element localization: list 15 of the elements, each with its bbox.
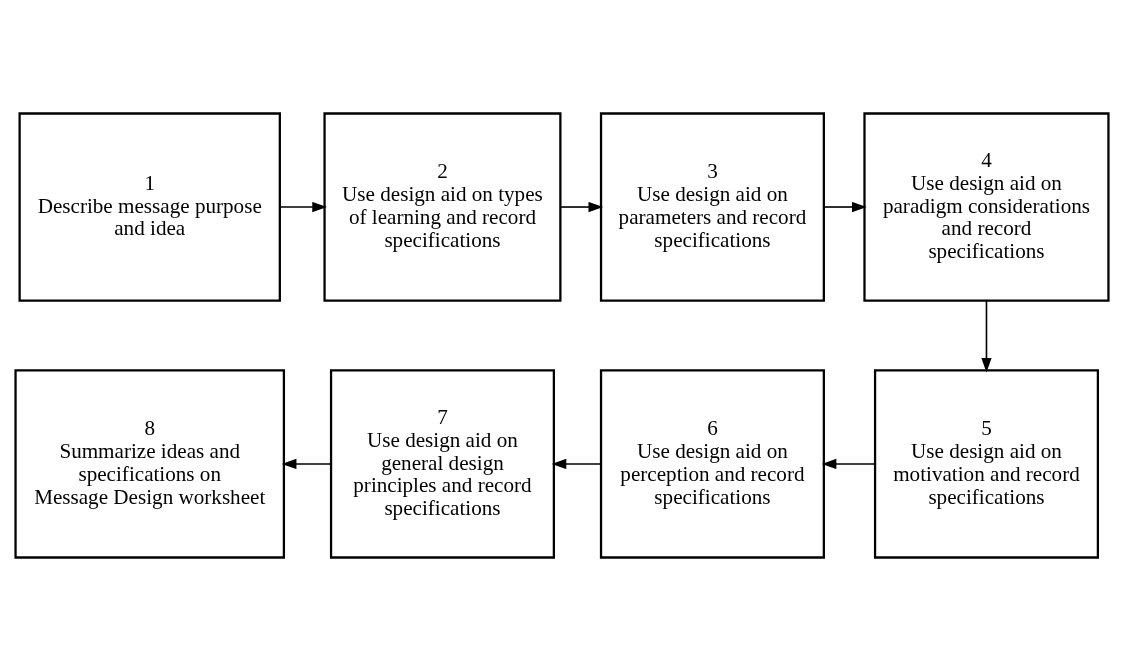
node-box: 8 Summarize ideas and specifications on Message Design worksheet: [14, 368, 286, 559]
arrow: [281, 458, 332, 469]
node-box: 4 Use design aid on paradigm considerations and record specifications: [863, 111, 1110, 302]
arrow: [981, 299, 992, 373]
node-box: 5 Use design aid on motivation and record specifications: [873, 368, 1100, 559]
arrow: [551, 458, 602, 469]
arrow: [279, 201, 327, 212]
arrow: [823, 201, 867, 212]
arrow: [821, 458, 876, 469]
arrow: [560, 201, 604, 212]
node-box: 6 Use design aid on perception and record specifications: [599, 368, 825, 559]
node-box: 3 Use design aid on parameters and record specifications: [599, 111, 825, 302]
node-box: 2 Use design aid on types of learning and record specifications: [323, 111, 562, 302]
node-box: 1 Describe message purpose and idea: [18, 111, 281, 302]
node-box: 7 Use design aid on general design principles and record specifications: [329, 368, 555, 559]
